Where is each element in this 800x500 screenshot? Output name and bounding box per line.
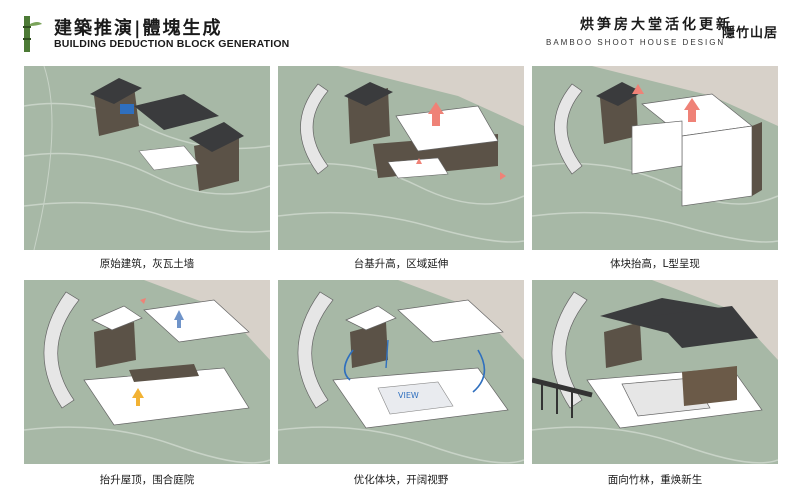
caption-step-6: 面向竹林，重焕新生 (607, 474, 703, 486)
panel-courtyard (24, 280, 270, 464)
brand-logo: 隱竹山居 (722, 26, 779, 41)
panel-l-shape (532, 66, 778, 250)
caption-step-5: 优化体块，开阔视野 (353, 474, 449, 486)
panel-final-renewal (532, 280, 778, 464)
page-subtitle: BUILDING DEDUCTION BLOCK GENERATION (54, 38, 290, 50)
project-title: 烘笋房大堂活化更新 (580, 17, 733, 33)
caption-step-4: 抬升屋顶，围合庭院 (99, 474, 195, 486)
panel-optimized-view: VIEW (278, 280, 524, 464)
panel-raised-base (278, 66, 524, 250)
caption-step-1: 原始建筑，灰瓦土墙 (99, 258, 195, 270)
caption-step-3: 体块抬高，L型呈现 (610, 258, 700, 270)
bamboo-logo-icon (23, 16, 42, 52)
caption-step-2: 台基升高，区域延伸 (353, 258, 449, 270)
view-label: VIEW (398, 391, 419, 400)
page-title: 建築推演|體塊生成 (54, 18, 223, 39)
panel-original-building (24, 66, 270, 250)
project-subtitle: BAMBOO SHOOT HOUSE DESIGN (546, 38, 726, 47)
